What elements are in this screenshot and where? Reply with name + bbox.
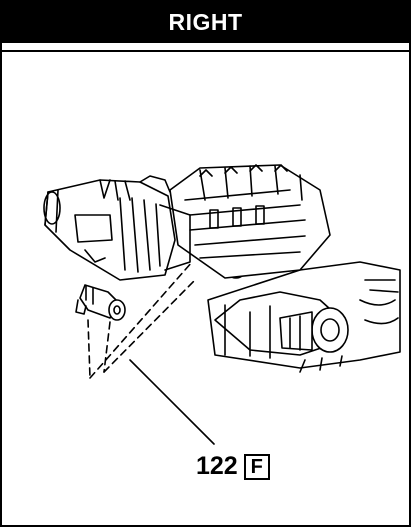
header-divider [2,50,409,52]
part-code-box: F [243,453,270,480]
cylinder-head [169,164,331,279]
part-number: 122 [196,452,238,480]
transmission-assembly [43,175,191,281]
installation-lines [87,261,196,379]
view-title: RIGHT [2,2,409,43]
sensor-component [75,284,126,321]
callout-leader [129,359,215,445]
part-callout: 122 F [196,452,270,481]
front-pulley [279,307,349,353]
